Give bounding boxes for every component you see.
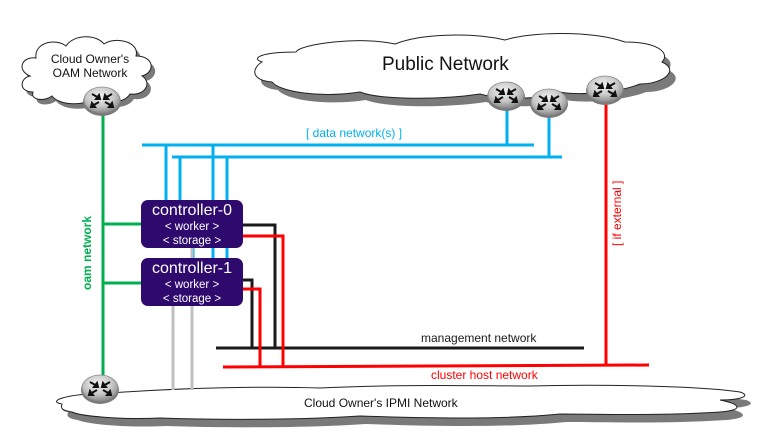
public-cloud-label: Public Network (382, 54, 509, 75)
cluster-host-network-label: cluster host network (431, 368, 538, 382)
controller-0-name: controller-0 (151, 202, 233, 219)
data-network-label: [ data network(s) ] (306, 126, 403, 140)
controller-1-node: controller-1 < worker > < storage > (141, 258, 243, 306)
controller-1-role-storage: < storage > (162, 293, 222, 305)
oam-cloud-line2: OAM Network (52, 66, 128, 81)
oam-router-icon (82, 86, 122, 117)
if-external-label: [ if external ] (610, 180, 624, 246)
controller-1-name: controller-1 (151, 260, 233, 277)
oam-cloud-label: Cloud Owner's OAM Network (40, 52, 140, 81)
controller-0-role-worker: < worker > (164, 221, 220, 233)
oam-network-label: oam network (80, 215, 94, 290)
ipmi-links (171, 248, 194, 390)
controller-0-node: controller-0 < worker > < storage > (141, 200, 243, 248)
oam-cloud-line1: Cloud Owner's (50, 52, 130, 66)
public-router-icon-2 (529, 88, 569, 119)
ipmi-router-icon (80, 374, 120, 405)
controller-0-role-storage: < storage > (162, 235, 222, 247)
public-router-icon-3 (585, 75, 625, 106)
public-cloud (254, 33, 676, 107)
management-network-lines (216, 223, 584, 350)
ipmi-cloud-label: Cloud Owner's IPMI Network (304, 396, 458, 410)
public-router-icon-1 (486, 81, 526, 112)
controller-1-role-worker: < worker > (164, 279, 220, 291)
cluster-host-network-lines (222, 102, 650, 369)
oam-cloud (21, 36, 156, 109)
ipmi-cloud (56, 384, 751, 428)
management-network-label: management network (421, 331, 537, 345)
oam-network-lines (101, 112, 142, 375)
